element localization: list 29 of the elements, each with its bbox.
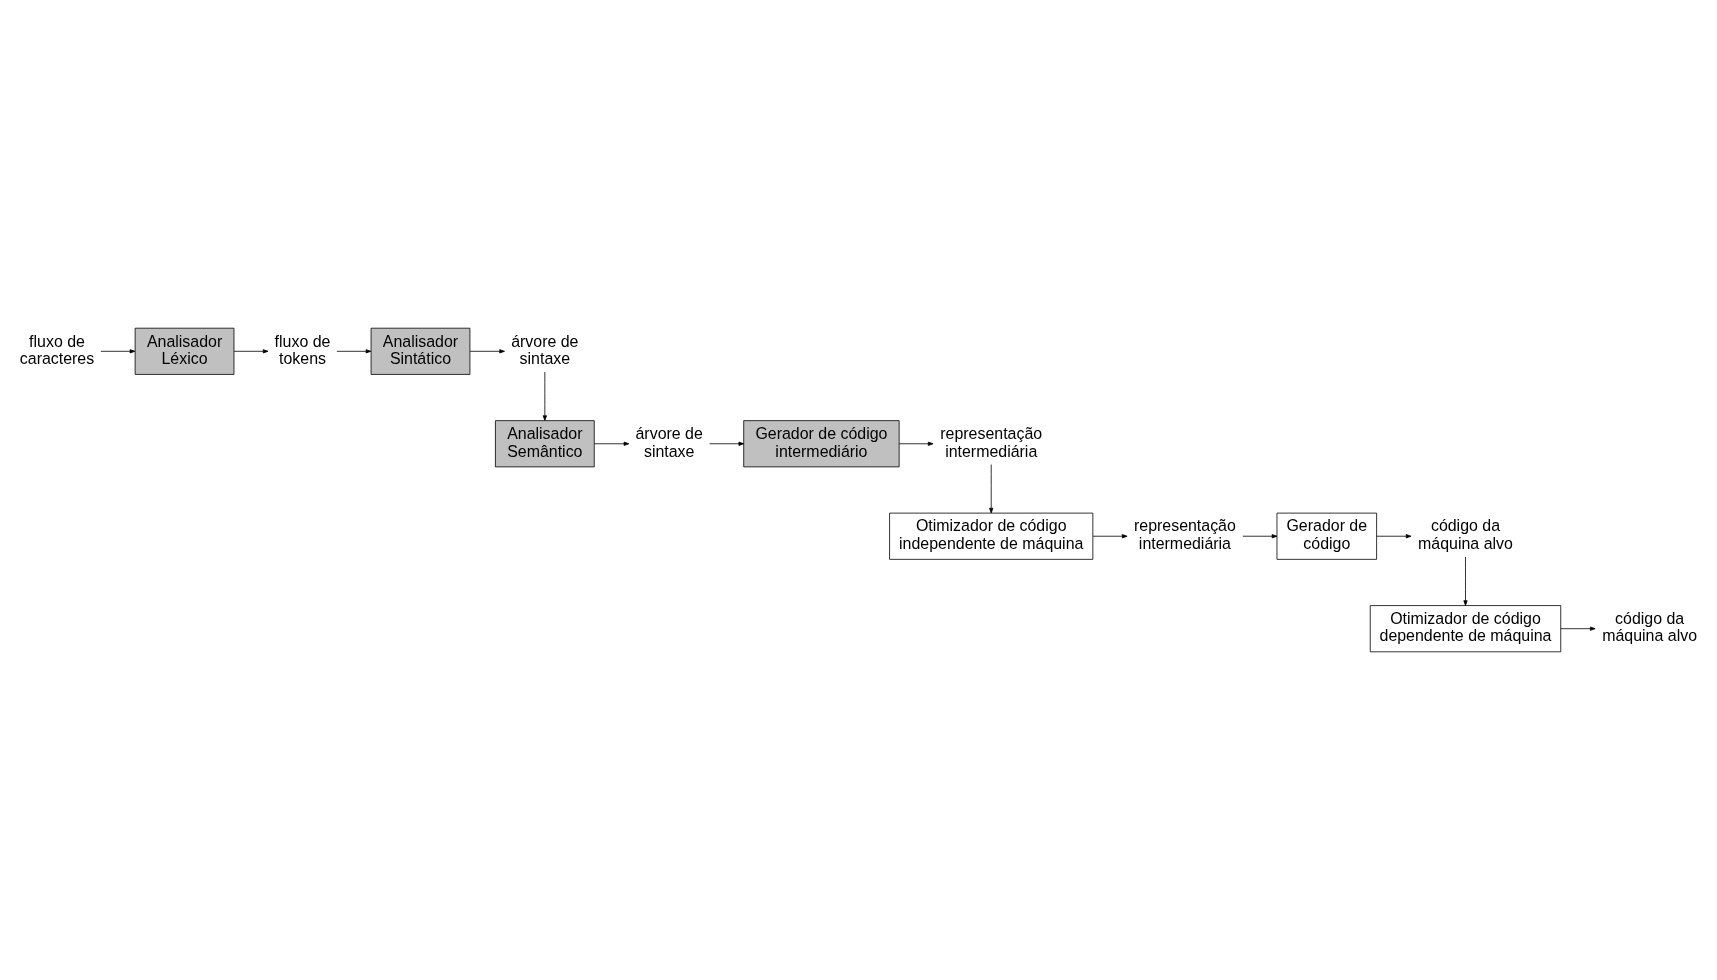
node-text: árvore de sintaxe — [635, 424, 703, 460]
arrow — [989, 464, 994, 514]
node-text: árvore de sintaxe — [511, 332, 579, 368]
arrow — [594, 441, 630, 446]
arrow — [898, 441, 934, 446]
node-text: fluxo de caracteres — [19, 332, 95, 368]
arrow — [709, 441, 745, 446]
node-box: Gerador de código — [1276, 512, 1377, 560]
node-text: código da máquina alvo — [1418, 517, 1513, 552]
arrow — [542, 371, 547, 421]
arrow — [1242, 534, 1278, 539]
arrow — [336, 349, 372, 354]
arrow — [469, 349, 505, 354]
arrow — [1463, 556, 1468, 606]
node-box: Otimizador de código independente de máquina — [889, 512, 1094, 560]
node-text: representação intermediária — [940, 424, 1043, 460]
node-text: código da máquina alvo — [1602, 609, 1698, 645]
arrow — [1092, 534, 1128, 539]
arrow — [100, 349, 136, 354]
node-box: Gerador de código intermediário — [743, 420, 900, 468]
arrow — [1376, 534, 1412, 539]
node-box: Analisador Sintático — [370, 327, 471, 375]
node-text: representação intermediária — [1133, 517, 1236, 552]
arrow — [1560, 626, 1596, 631]
node-text: fluxo de tokens — [274, 332, 331, 368]
node-box: Otimizador de código dependente de máquina — [1369, 605, 1562, 653]
node-box: Analisador Semântico — [495, 420, 595, 468]
arrow — [233, 349, 269, 354]
node-box: Analisador Léxico — [134, 327, 235, 375]
